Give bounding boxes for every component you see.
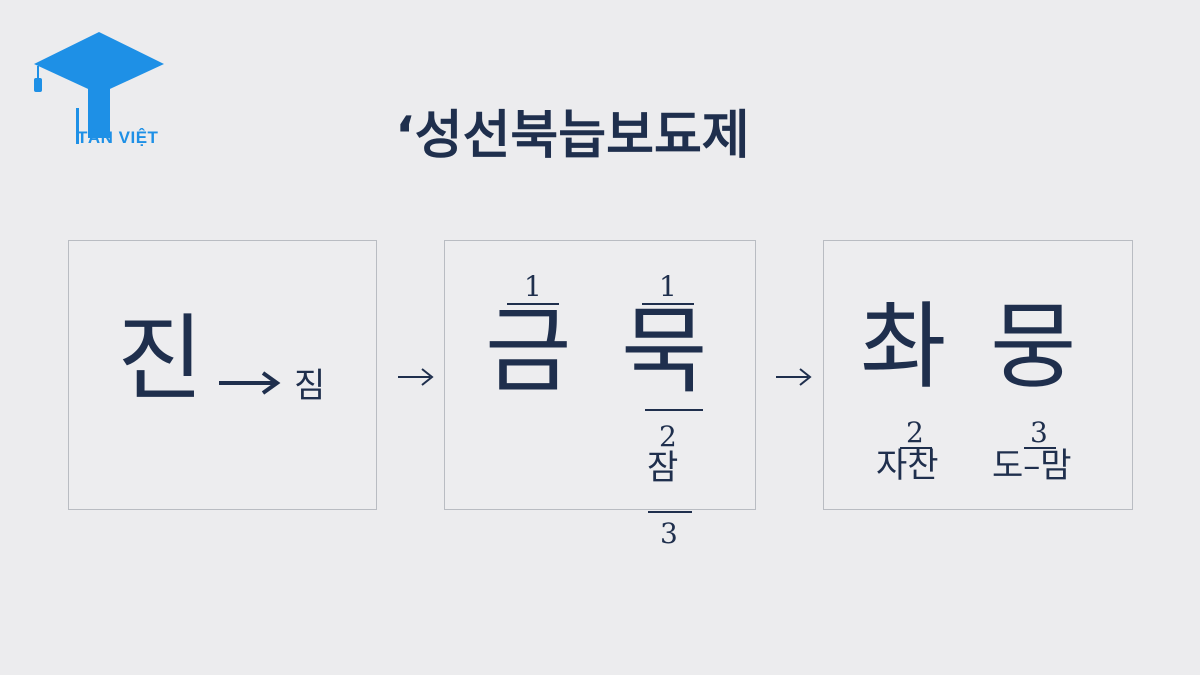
graduation-cap-icon: [34, 32, 164, 144]
page-title: ‘성선북늡보됴제: [395, 106, 750, 166]
connector-arrow-icon: [398, 368, 434, 386]
result-character: 짐: [294, 366, 326, 406]
fraction-line: [1024, 447, 1056, 449]
panel-step-2: 1 금 1 묵 2 잠: [444, 240, 756, 510]
fraction-line: [900, 447, 932, 449]
stroke-number: 2: [659, 420, 677, 453]
fraction-line: [507, 303, 559, 305]
stroke-number: 3: [660, 517, 678, 550]
sub-character: 잠: [647, 448, 679, 488]
stroke-number: 1: [524, 270, 542, 303]
logo: TÂN VIỆT: [24, 28, 174, 158]
stroke-number: 3: [1030, 416, 1048, 449]
stroke-number: 2: [906, 416, 924, 449]
sub-character: 자찬: [876, 446, 939, 486]
fraction-line: [642, 303, 694, 305]
stroke-number: 1: [659, 270, 677, 303]
sub-character: 도–맘: [992, 446, 1072, 486]
arrow-right-icon: [219, 371, 281, 395]
main-character: 묵: [621, 297, 708, 406]
panel-step-1: 진 짐: [68, 240, 377, 510]
panel-step-3: 촤 뭉 2 자찬 3 도–맘: [823, 240, 1133, 510]
connector-arrow-icon: [776, 368, 812, 386]
main-character: 금: [485, 297, 572, 406]
fraction-line: [648, 511, 692, 513]
main-character: 진: [117, 305, 204, 414]
logo-brand-text: TÂN VIỆT: [77, 128, 159, 147]
fraction-line: [645, 409, 703, 411]
main-character: 촤: [860, 293, 947, 402]
main-character: 뭉: [990, 293, 1077, 402]
